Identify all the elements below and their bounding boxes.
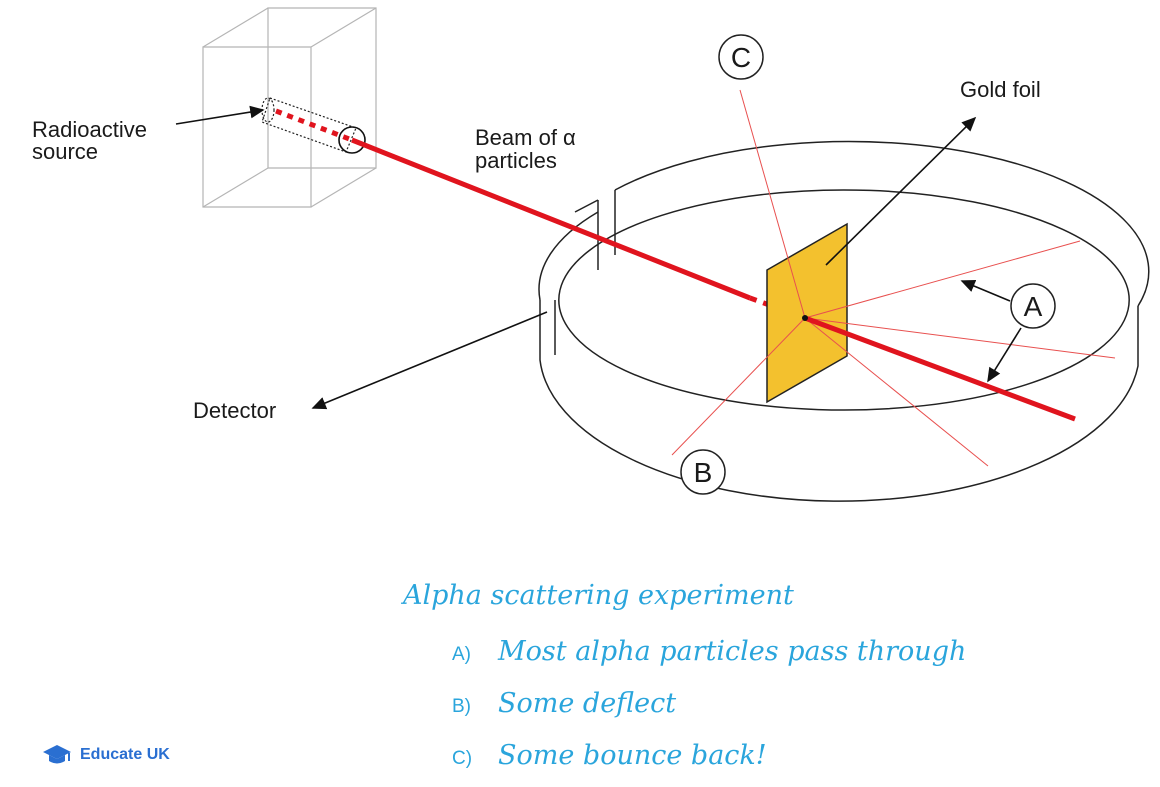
marker-c: C <box>718 34 764 80</box>
caption-point-key: B) <box>452 696 471 717</box>
detector-arrow <box>311 311 548 410</box>
caption-point-a: A) Most alpha particles pass through <box>452 636 966 667</box>
marker-a-letter: A <box>1024 291 1043 322</box>
source-box <box>202 7 377 208</box>
scattered-rays <box>671 89 1116 467</box>
label-beam-line1: Beam of α <box>475 125 576 150</box>
caption-title: Alpha scattering experiment <box>403 580 794 611</box>
label-beam-line2: particles <box>475 148 557 173</box>
label-gold-foil: Gold foil <box>960 77 1041 102</box>
gold-nucleus-point <box>802 315 808 321</box>
label-source-line2: source <box>32 139 98 164</box>
source-arrow <box>175 105 265 125</box>
caption-point-key: A) <box>452 644 471 665</box>
gold-foil <box>766 222 848 404</box>
marker-a-arrow-upper <box>960 280 1011 302</box>
label-detector: Detector <box>193 398 276 423</box>
alpha-scattering-diagram: Radioactive source Beam of α particles G… <box>32 7 1150 502</box>
brand-logo: Educate UK <box>42 744 170 766</box>
marker-c-letter: C <box>731 42 751 73</box>
gold-foil-arrow <box>825 116 977 266</box>
graduation-cap-icon <box>43 745 71 764</box>
caption-point-text: Most alpha particles pass through <box>498 636 967 667</box>
caption-point-key: C) <box>452 748 473 769</box>
label-source-line1: Radioactive <box>32 117 147 142</box>
beam-inside-source <box>275 108 353 143</box>
alpha-beam <box>351 137 751 301</box>
transmitted-beam <box>804 315 1076 422</box>
caption-point-c: C) Some bounce back! <box>452 740 767 771</box>
brand-name: Educate UK <box>80 746 170 763</box>
marker-b: B <box>680 449 726 495</box>
marker-b-letter: B <box>694 457 713 488</box>
marker-a: A <box>1010 283 1056 329</box>
caption-point-text: Some bounce back! <box>498 740 767 771</box>
caption-point-text: Some deflect <box>498 688 677 719</box>
annotation-arrows <box>175 105 1022 410</box>
caption-point-b: B) Some deflect <box>452 688 676 719</box>
marker-a-arrow-lower <box>987 327 1022 383</box>
